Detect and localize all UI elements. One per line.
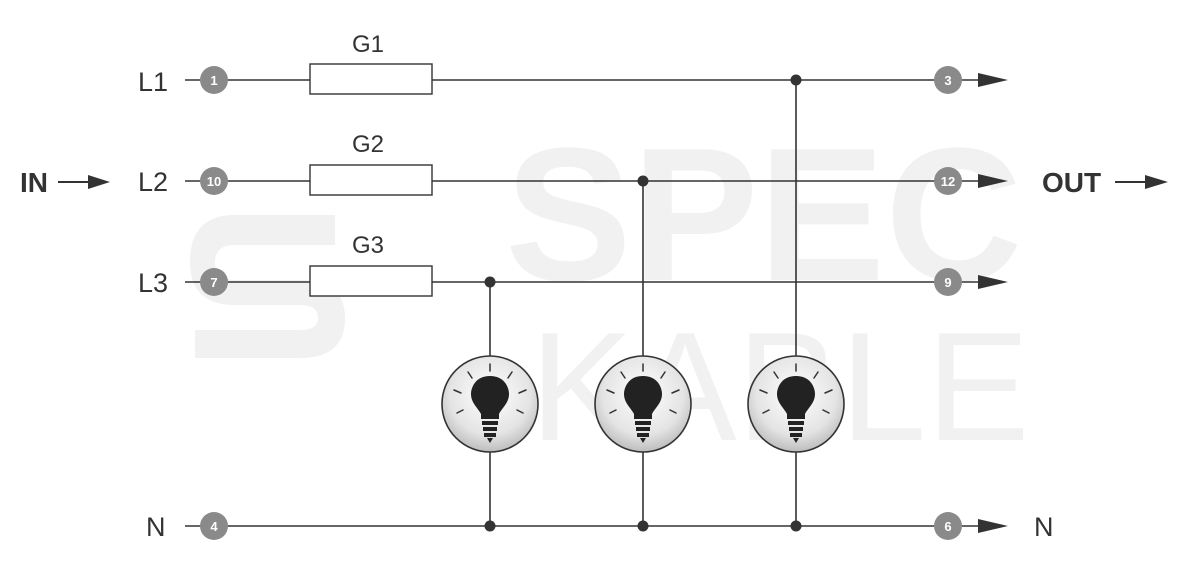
in-label: IN bbox=[20, 167, 48, 198]
lamp-l1 bbox=[747, 355, 845, 453]
lamp-l3 bbox=[441, 355, 539, 453]
terminal-out-l1: 3 bbox=[934, 66, 962, 94]
svg-text:10: 10 bbox=[207, 174, 221, 189]
svg-text:12: 12 bbox=[941, 174, 955, 189]
fuse-g3 bbox=[309, 265, 433, 297]
in-arrow bbox=[58, 175, 110, 189]
svg-text:3: 3 bbox=[944, 73, 951, 88]
line-label-l1: L1 bbox=[138, 67, 168, 97]
terminal-out-n: 6 bbox=[934, 512, 962, 540]
neutral-label-out: N bbox=[1034, 512, 1054, 542]
fuse-label-g1: G1 bbox=[352, 31, 384, 58]
lamp-l2 bbox=[594, 355, 692, 453]
fuse-label-g2: G2 bbox=[352, 131, 384, 158]
neutral-label-in: N bbox=[146, 512, 166, 542]
terminal-out-l3: 9 bbox=[934, 268, 962, 296]
terminal-in-l1: 1 bbox=[200, 66, 228, 94]
fuse-g1 bbox=[309, 63, 433, 95]
output-arrows bbox=[978, 73, 1008, 533]
out-label: OUT bbox=[1042, 167, 1101, 198]
terminal-out-l2: 12 bbox=[934, 167, 962, 195]
fuse-g2 bbox=[309, 164, 433, 196]
terminal-in-l2: 10 bbox=[200, 167, 228, 195]
line-label-l2: L2 bbox=[138, 167, 168, 197]
terminal-in-n: 4 bbox=[200, 512, 228, 540]
svg-text:7: 7 bbox=[210, 275, 217, 290]
fuse-label-g3: G3 bbox=[352, 232, 384, 259]
svg-text:4: 4 bbox=[210, 519, 218, 534]
light-bulb-icon bbox=[606, 363, 680, 443]
light-bulb-icon bbox=[453, 363, 527, 443]
junction-dots bbox=[484, 74, 802, 532]
svg-text:1: 1 bbox=[210, 73, 217, 88]
out-arrow bbox=[1115, 175, 1168, 189]
terminal-in-l3: 7 bbox=[200, 268, 228, 296]
line-label-l3: L3 bbox=[138, 268, 168, 298]
svg-text:6: 6 bbox=[944, 519, 951, 534]
light-bulb-icon bbox=[759, 363, 833, 443]
svg-text:9: 9 bbox=[944, 275, 951, 290]
